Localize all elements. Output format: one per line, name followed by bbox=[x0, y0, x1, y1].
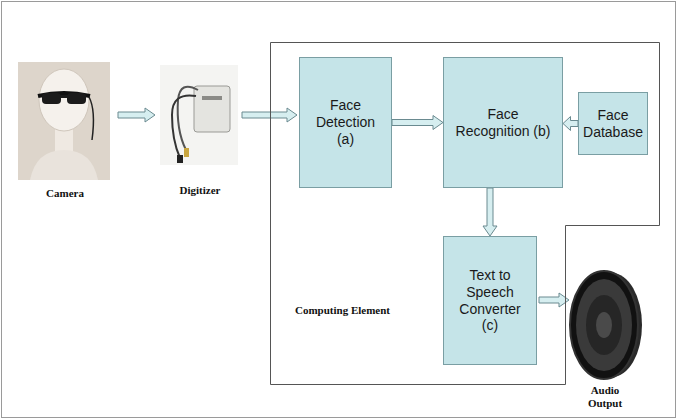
flow-arrow bbox=[392, 116, 443, 130]
box-text-wrap: Face Database bbox=[582, 107, 644, 141]
image-caption: Audio Output bbox=[575, 384, 635, 410]
box-text: Face Recognition (b) bbox=[455, 106, 551, 140]
box-text: Text to Speech Converter (c) bbox=[453, 267, 527, 334]
flow-arrow bbox=[563, 117, 578, 131]
image-caption: Digitizer bbox=[155, 184, 245, 197]
process-box: Text to Speech Converter (c) bbox=[443, 236, 537, 365]
process-box: Face Detection (a) bbox=[299, 57, 392, 188]
speaker-picture bbox=[570, 271, 642, 379]
box-text: Face Database bbox=[582, 107, 644, 141]
camera-picture bbox=[18, 62, 110, 180]
box-text-wrap: Face Detection (a) bbox=[309, 97, 382, 147]
flow-arrow bbox=[539, 293, 569, 307]
box-text: Face Detection (a) bbox=[309, 97, 382, 147]
image-caption: Camera bbox=[20, 187, 110, 200]
process-box: Face Database bbox=[578, 92, 648, 155]
digitizer-picture bbox=[160, 65, 238, 165]
flow-arrow bbox=[118, 108, 155, 122]
computing-region: Computing Element Face Detection (a) Face … bbox=[270, 42, 660, 385]
box-text-wrap: Text to Speech Converter (c) bbox=[453, 267, 527, 334]
flow-arrow bbox=[242, 108, 297, 122]
region-label: Computing Element bbox=[295, 304, 390, 316]
flow-arrow bbox=[483, 188, 497, 236]
process-box: Face Recognition (b) bbox=[443, 57, 563, 188]
box-text-wrap: Face Recognition (b) bbox=[455, 106, 551, 140]
